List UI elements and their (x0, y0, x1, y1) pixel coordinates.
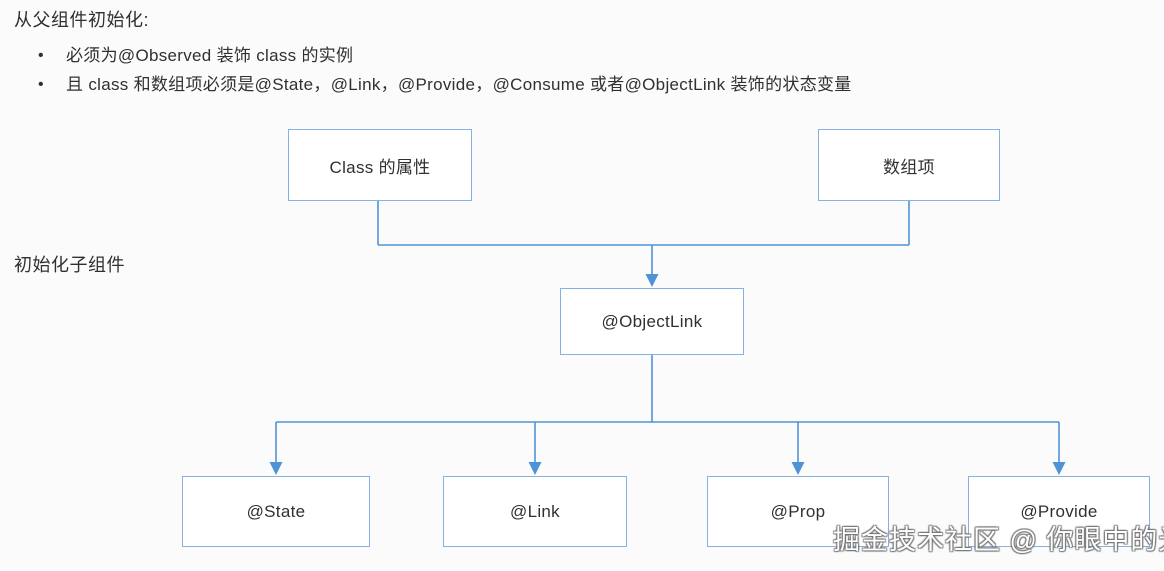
node-state-label: @State (246, 501, 306, 521)
bullet-item-decorators: 且 class 和数组项必须是@State，@Link，@Provide，@Co… (14, 70, 852, 99)
node-provide: @Provide (968, 476, 1150, 547)
node-provide-label: @Provide (1020, 501, 1098, 521)
arrow-branch-to-prop (791, 422, 805, 475)
node-link: @Link (443, 476, 627, 547)
node-prop: @Prop (707, 476, 889, 547)
page-title: 从父组件初始化: (14, 10, 150, 30)
node-link-label: @Link (510, 501, 560, 521)
node-prop-label: @Prop (770, 501, 826, 521)
arrow-branch-to-link (528, 422, 542, 475)
node-array-item: 数组项 (818, 129, 1000, 201)
side-label-init-child: 初始化子组件 (14, 255, 125, 275)
arrow-junction-to-objectlink (645, 245, 659, 287)
node-objectlink-label: @ObjectLink (601, 311, 703, 331)
header: 从父组件初始化: 必须为@Observed 装饰 class 的实例 且 cla… (14, 7, 852, 99)
arrow-branch-to-provide (1052, 422, 1066, 475)
arrow-branch-to-state (269, 422, 283, 475)
bullet-item-observed: 必须为@Observed 装饰 class 的实例 (14, 41, 852, 70)
node-class-attribute-label: Class 的属性 (329, 157, 431, 177)
node-state: @State (182, 476, 370, 547)
watermark: 掘金技术社区 @ 你眼中的光 (833, 525, 1164, 555)
node-class-attribute: Class 的属性 (288, 129, 472, 201)
node-array-item-label: 数组项 (883, 157, 935, 177)
node-objectlink: @ObjectLink (560, 288, 744, 355)
bullet-list: 必须为@Observed 装饰 class 的实例 且 class 和数组项必须… (14, 41, 852, 99)
